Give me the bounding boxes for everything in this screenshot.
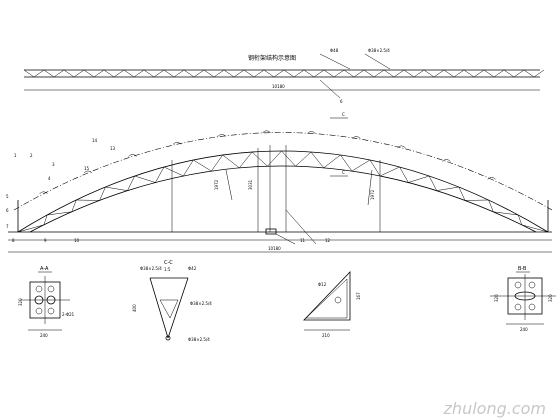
bb-dim-w: 240	[520, 327, 528, 332]
bb-dim-h: 320	[494, 294, 499, 302]
aa-dim-h: 320	[18, 298, 23, 306]
member-label: 1	[14, 153, 17, 158]
cc-label2: Φ42	[188, 266, 197, 271]
member-label: 10	[74, 238, 80, 243]
cc-label4: Φ38×2.5/4	[188, 337, 210, 342]
arch-web	[17, 150, 549, 233]
aa-note: 2-Φ21	[62, 312, 75, 317]
cc-dim: 400	[132, 304, 137, 312]
top-span-label: 10180	[272, 84, 285, 89]
bb-title: B-B	[518, 266, 527, 272]
member-label: 6	[6, 208, 9, 213]
plate-detail: Φ12 210 167	[303, 271, 361, 338]
member-label: 9	[44, 238, 47, 243]
section-marker-c2: C	[342, 170, 345, 175]
plate-dim-h: 167	[356, 292, 361, 300]
aa-title: A-A	[40, 266, 49, 272]
member-label: 15	[84, 166, 90, 171]
top-web	[23, 69, 545, 78]
member-label: 12	[325, 238, 331, 243]
member-label: 14	[92, 138, 98, 143]
label-member-6: 6	[340, 99, 343, 104]
aa-dim-w: 240	[40, 333, 48, 338]
rise-dim-label: 3031	[248, 179, 253, 190]
bb-dim-h2: 320	[548, 294, 553, 302]
member-label: 8	[12, 238, 15, 243]
member-label: 2	[30, 153, 33, 158]
member-label: 5	[6, 194, 9, 199]
plate-dim-w: 210	[322, 333, 330, 338]
watermark-text: zhulong.com	[443, 399, 546, 418]
member-label: 7	[6, 224, 9, 229]
height-left-label: 1972	[214, 179, 219, 190]
top-label-right: Φ38×2.5/4	[368, 48, 390, 53]
top-elevation: 钢桁架结构示意图 Φ48 Φ38×2.5/4 10180 6	[23, 48, 545, 104]
cc-label3: Φ38×2.5/4	[190, 301, 212, 306]
section-aa: A-A 240 320 2-Φ21	[18, 266, 75, 338]
cc-title: C-C	[164, 260, 173, 266]
plate-title: Φ12	[318, 282, 327, 287]
arch-purlin-marks	[39, 130, 496, 194]
height-right-label: 1972	[370, 189, 375, 200]
drawing-title: 钢桁架结构示意图	[248, 54, 296, 62]
member-label: 11	[300, 238, 306, 243]
member-label: 3	[52, 162, 55, 167]
member-label: 13	[110, 146, 116, 151]
main-span-label: 10180	[268, 246, 281, 251]
section-bb: B-B 240 320 320	[490, 266, 556, 332]
cc-scale: 1:5	[164, 267, 171, 272]
cc-label1: Φ38×2.5/4	[140, 266, 162, 271]
section-marker-c1: C	[342, 112, 345, 117]
top-label-left: Φ48	[330, 48, 339, 53]
section-cc: C-C 1:5 Φ38×2.5/4 Φ42 Φ38×2.5/4 Φ38×2.5/…	[132, 260, 212, 342]
member-label: 4	[48, 176, 51, 181]
